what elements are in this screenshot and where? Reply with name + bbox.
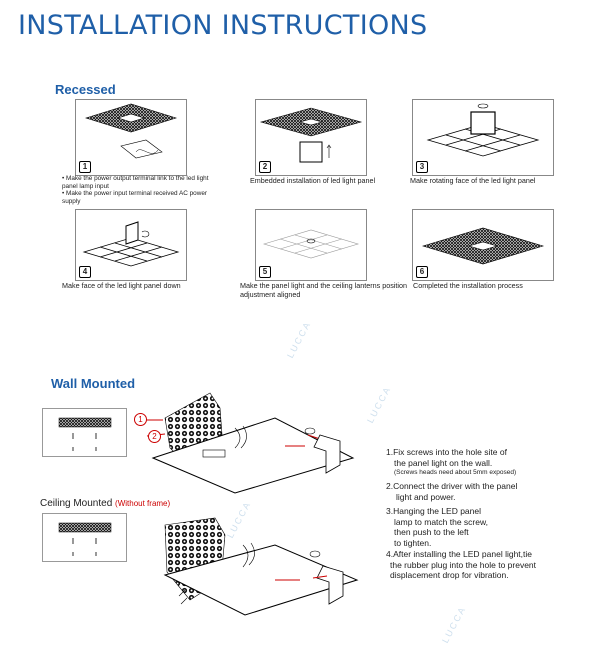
step-5-number: 5 — [259, 266, 271, 278]
wall-step-3-line-4: to tighten. — [394, 537, 432, 548]
marker-1-wall: 1 — [134, 413, 147, 426]
step-5-caption: Make the panel light and the ceiling lan… — [240, 281, 408, 299]
rotating-panel-diagram — [426, 103, 540, 157]
wall-mounted-diagram — [146, 392, 355, 494]
without-frame-note: (Without frame) — [115, 499, 171, 508]
ceiling-mounted-diagram — [163, 517, 359, 616]
step-1-caption: • Make the power output terminal link to… — [62, 175, 212, 205]
step-3-number: 3 — [416, 161, 428, 173]
page-title: INSTALLATION INSTRUCTIONS — [18, 10, 428, 41]
step-2-caption: Embedded installation of led light panel — [250, 176, 376, 185]
step-2-figure: 2 — [255, 99, 367, 176]
watermark-1: LUCCA — [285, 319, 313, 360]
wall-step-1-line-2: the panel light on the wall. — [394, 457, 493, 468]
wall-step-4: 4.After installing the LED panel light,t… — [386, 549, 596, 581]
ceiling-mounted-heading: Ceiling Mounted (Without frame) — [40, 498, 170, 509]
marker-2-wall: 2 — [148, 430, 161, 443]
wall-step-3-line-2: lamp to match the screw, — [394, 516, 489, 527]
wall-mounted-heading: Wall Mounted — [51, 376, 136, 391]
step-1-figure: 1 — [75, 99, 187, 176]
step-3-figure: 3 — [412, 99, 554, 176]
step-6-number: 6 — [416, 266, 428, 278]
wall-step-1: 1.Fix screws into the hole site of the p… — [386, 447, 586, 479]
wall-step-1-line-1: 1.Fix screws into the hole site of — [386, 447, 507, 457]
wall-step-3-line-3: then push to the left — [394, 527, 469, 537]
step-6-figure: 6 — [412, 209, 554, 281]
wall-step-1-note: (Screws heads need about 5mm exposed) — [394, 469, 517, 476]
step-2-number: 2 — [259, 161, 271, 173]
step-5-figure: 5 — [255, 209, 367, 281]
wall-bracket-icon — [304, 427, 341, 474]
watermark-2: LUCCA — [365, 384, 393, 425]
wall-step-2: 2.Connect the driver with the panel ligh… — [386, 481, 586, 502]
wall-step-4-line-1: 4.After installing the LED panel light,t… — [386, 549, 533, 559]
step-3-caption: Make rotating face of the led light pane… — [410, 176, 536, 185]
completed-installation-diagram — [421, 227, 545, 265]
ceiling-grid-diagram — [84, 103, 178, 159]
ceiling-screw-pattern — [58, 522, 112, 556]
wall-screw-pattern — [58, 417, 112, 451]
step-4-figure: 4 — [75, 209, 187, 281]
wall-step-3-line-1: 3.Hanging the LED panel — [386, 506, 481, 516]
wall-step-2-line-2: light and power. — [396, 491, 456, 502]
wall-step-4-line-3: displacement drop for vibration. — [390, 570, 509, 580]
step-1-bullet-1: • Make the power output terminal link to… — [62, 175, 209, 190]
face-down-diagram — [82, 221, 180, 267]
watermark-4: LUCCA — [440, 604, 468, 645]
step-6-caption: Completed the installation process — [413, 281, 523, 290]
ceiling-screw-detail — [42, 513, 127, 562]
wall-step-3: 3.Hanging the LED panel lamp to match th… — [386, 506, 586, 548]
recessed-heading: Recessed — [55, 82, 116, 97]
alignment-diagram — [262, 229, 360, 259]
step-1-number: 1 — [79, 161, 91, 173]
wall-screw-detail — [42, 408, 127, 457]
step-4-number: 4 — [79, 266, 91, 278]
wall-step-2-line-1: 2.Connect the driver with the panel — [386, 481, 518, 491]
step-4-caption: Make face of the led light panel down — [62, 281, 181, 290]
ceiling-bracket-icon — [309, 550, 344, 605]
ceiling-mounted-label: Ceiling Mounted — [40, 498, 113, 509]
step-1-bullet-2: • Make the power input terminal received… — [62, 190, 208, 205]
wall-step-4-line-2: the rubber plug into the hole to prevent — [390, 559, 537, 570]
embedded-panel-diagram — [259, 107, 363, 163]
